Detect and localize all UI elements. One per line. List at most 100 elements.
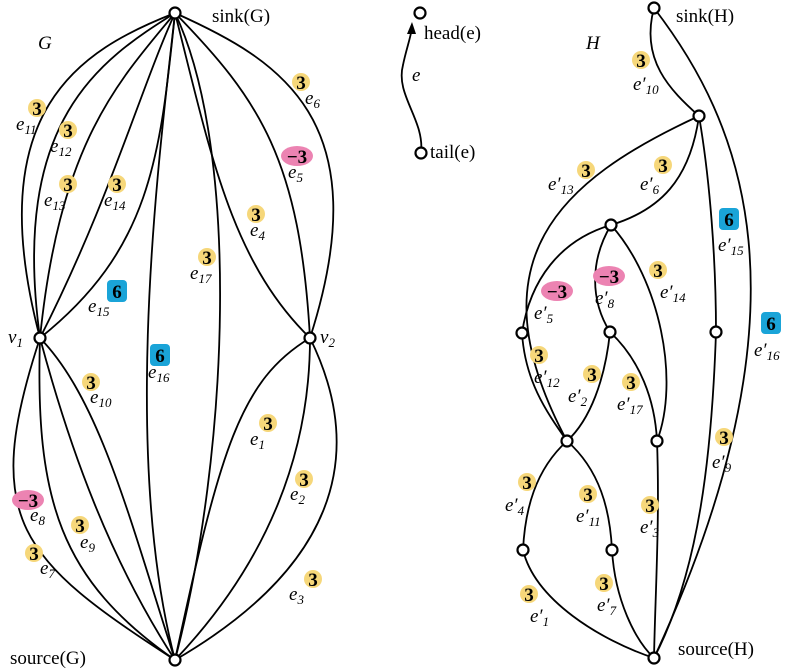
svg-text:e16: e16 bbox=[148, 362, 170, 385]
svg-text:e′14: e′14 bbox=[660, 282, 686, 305]
label-h-e9: 3 e′9 bbox=[712, 428, 733, 475]
arrowhead-icon bbox=[407, 22, 416, 34]
weight-badge bbox=[25, 544, 43, 562]
weight-badge bbox=[304, 570, 322, 588]
weight-badge bbox=[719, 208, 739, 230]
edge-h-e4 bbox=[522, 440, 568, 551]
weight-badge bbox=[28, 99, 46, 117]
label-h-e15: 6 e′15 bbox=[718, 208, 744, 258]
label-g-e6: 3 e6 bbox=[292, 73, 320, 111]
svg-text:e′3: e′3 bbox=[640, 517, 660, 540]
label-h-e10: 3 e′10 bbox=[632, 51, 659, 97]
label-g-e13: 3 e13 bbox=[44, 175, 77, 213]
svg-text:e′11: e′11 bbox=[576, 506, 601, 529]
weight-badge bbox=[641, 496, 659, 514]
label-h-e16: 6 e′16 bbox=[754, 312, 781, 363]
node-h bbox=[650, 434, 664, 448]
weight-badge bbox=[649, 261, 667, 279]
svg-text:3: 3 bbox=[599, 574, 609, 595]
node-h bbox=[605, 543, 619, 557]
edge-legend: head(e) tail(e) e bbox=[400, 6, 481, 163]
weight-badge bbox=[595, 574, 613, 592]
svg-text:6: 6 bbox=[724, 210, 734, 231]
weight-badge bbox=[583, 365, 601, 383]
label-h-e2: 3 e′2 bbox=[568, 365, 601, 409]
edge-h-e15 bbox=[698, 115, 717, 333]
label-g-e8: −3 e8 bbox=[12, 490, 45, 528]
label-h-e3: 3 e′3 bbox=[640, 496, 660, 540]
weight-badge bbox=[622, 373, 640, 391]
svg-text:e15: e15 bbox=[88, 296, 110, 319]
svg-text:e2: e2 bbox=[290, 484, 305, 507]
edge-g-e13 bbox=[39, 12, 176, 339]
node-h bbox=[515, 326, 529, 340]
svg-text:3: 3 bbox=[653, 261, 663, 282]
edge-g-e4 bbox=[174, 12, 311, 339]
weight-badge bbox=[530, 346, 548, 364]
weight-badge bbox=[12, 490, 44, 510]
edge-g-e16 bbox=[145, 12, 176, 661]
svg-text:6: 6 bbox=[766, 314, 776, 335]
svg-text:3: 3 bbox=[86, 373, 96, 394]
graph-g: sink(G) source(G) G v1 v2 3 e11 3 e12 3 … bbox=[8, 6, 338, 669]
svg-text:3: 3 bbox=[263, 414, 273, 435]
node-source-g bbox=[168, 653, 182, 667]
svg-text:e8: e8 bbox=[30, 505, 45, 528]
svg-text:6: 6 bbox=[112, 282, 122, 303]
weight-badge bbox=[292, 73, 310, 91]
svg-text:3: 3 bbox=[296, 73, 306, 94]
sink-g-label: sink(G) bbox=[212, 6, 270, 27]
node-h bbox=[603, 325, 617, 339]
edge-h-e10 bbox=[649, 7, 700, 117]
edge-g-e12 bbox=[33, 12, 176, 339]
svg-text:3: 3 bbox=[308, 570, 318, 591]
label-g-e12: 3 e12 bbox=[50, 121, 77, 159]
label-g-e14: 3 e14 bbox=[104, 175, 126, 213]
graph-h-title: H bbox=[585, 33, 601, 54]
svg-text:3: 3 bbox=[63, 175, 73, 196]
tail-label: tail(e) bbox=[430, 142, 475, 163]
svg-text:3: 3 bbox=[251, 205, 261, 226]
label-h-e4: 3 e′4 bbox=[505, 473, 536, 518]
svg-text:3: 3 bbox=[29, 544, 39, 565]
label-g-e7: 3 e7 bbox=[25, 544, 55, 581]
label-g-e4: 3 e4 bbox=[247, 205, 265, 243]
label-g-e10: 3 e10 bbox=[82, 373, 112, 410]
svg-text:3: 3 bbox=[645, 496, 655, 517]
svg-text:e9: e9 bbox=[80, 532, 95, 555]
node-h bbox=[560, 434, 574, 448]
label-h-e12: 3 e′12 bbox=[530, 346, 560, 390]
edge-g-e5 bbox=[174, 12, 311, 339]
legend-edge bbox=[400, 27, 423, 154]
edge-g-e2 bbox=[174, 337, 311, 661]
edge-g-e9 bbox=[39, 337, 176, 661]
svg-text:e′16: e′16 bbox=[754, 340, 780, 363]
weight-badge bbox=[82, 373, 100, 391]
label-h-e13: 3 e′13 bbox=[548, 161, 595, 197]
label-g-e5: −3 e5 bbox=[281, 146, 313, 185]
node-sink-g bbox=[168, 6, 182, 20]
legend-edge-label: e bbox=[412, 65, 420, 86]
edge-g-e17 bbox=[174, 12, 221, 661]
label-h-e11: 3 e′11 bbox=[576, 485, 601, 529]
edge-g-e14 bbox=[39, 12, 176, 339]
edge-h-e5 bbox=[521, 224, 612, 334]
source-h-label: source(H) bbox=[678, 639, 754, 660]
svg-text:3: 3 bbox=[63, 121, 73, 142]
node-source-h bbox=[647, 651, 661, 665]
svg-text:e′15: e′15 bbox=[718, 235, 744, 258]
edge-h-e1 bbox=[522, 549, 655, 659]
svg-text:3: 3 bbox=[522, 473, 532, 494]
weight-badge bbox=[71, 516, 89, 534]
svg-text:3: 3 bbox=[719, 428, 729, 449]
svg-text:6: 6 bbox=[155, 346, 165, 367]
label-h-e1: 3 e′1 bbox=[520, 585, 549, 629]
node-h bbox=[709, 325, 723, 339]
svg-text:3: 3 bbox=[112, 175, 122, 196]
svg-text:e10: e10 bbox=[90, 387, 112, 410]
svg-text:3: 3 bbox=[658, 156, 668, 177]
v1-label: v1 bbox=[8, 327, 23, 350]
weight-badge bbox=[295, 470, 313, 488]
svg-text:−3: −3 bbox=[547, 282, 567, 303]
legend-tail-node bbox=[414, 146, 428, 160]
